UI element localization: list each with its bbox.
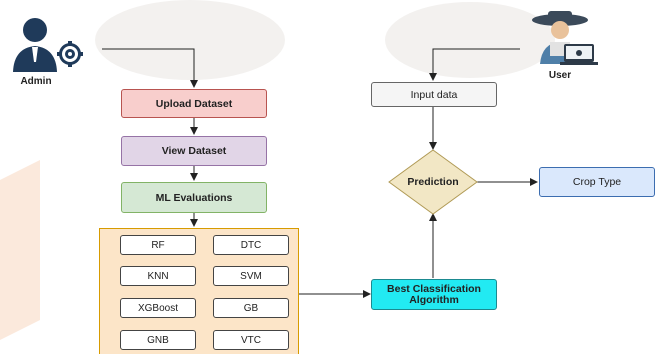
- input-data-box: Input data: [371, 82, 497, 107]
- admin-connector: [102, 48, 198, 88]
- prediction-diamond: [388, 149, 478, 215]
- admin-label: Admin: [20, 76, 52, 87]
- crop-type-box: Crop Type: [539, 167, 655, 197]
- user-label: User: [548, 70, 572, 81]
- algo-svm: SVM: [213, 266, 289, 286]
- algo-gb: GB: [213, 298, 289, 318]
- user-icon: [532, 11, 598, 65]
- user-connector: [429, 48, 520, 81]
- algo-knn: KNN: [120, 266, 196, 286]
- admin-icon: [13, 18, 83, 72]
- algo-gnb: GNB: [120, 330, 196, 350]
- view-dataset-box: View Dataset: [121, 136, 267, 166]
- algo-vtc: VTC: [213, 330, 289, 350]
- upload-dataset-box: Upload Dataset: [121, 89, 267, 118]
- algo-rf: RF: [120, 235, 196, 255]
- prediction-label: Prediction: [407, 176, 459, 188]
- algo-dtc: DTC: [213, 235, 289, 255]
- ml-evaluations-box: ML Evaluations: [121, 182, 267, 213]
- best-classification-box: Best Classification Algorithm: [371, 279, 497, 310]
- algo-xgboost: XGBoost: [120, 298, 196, 318]
